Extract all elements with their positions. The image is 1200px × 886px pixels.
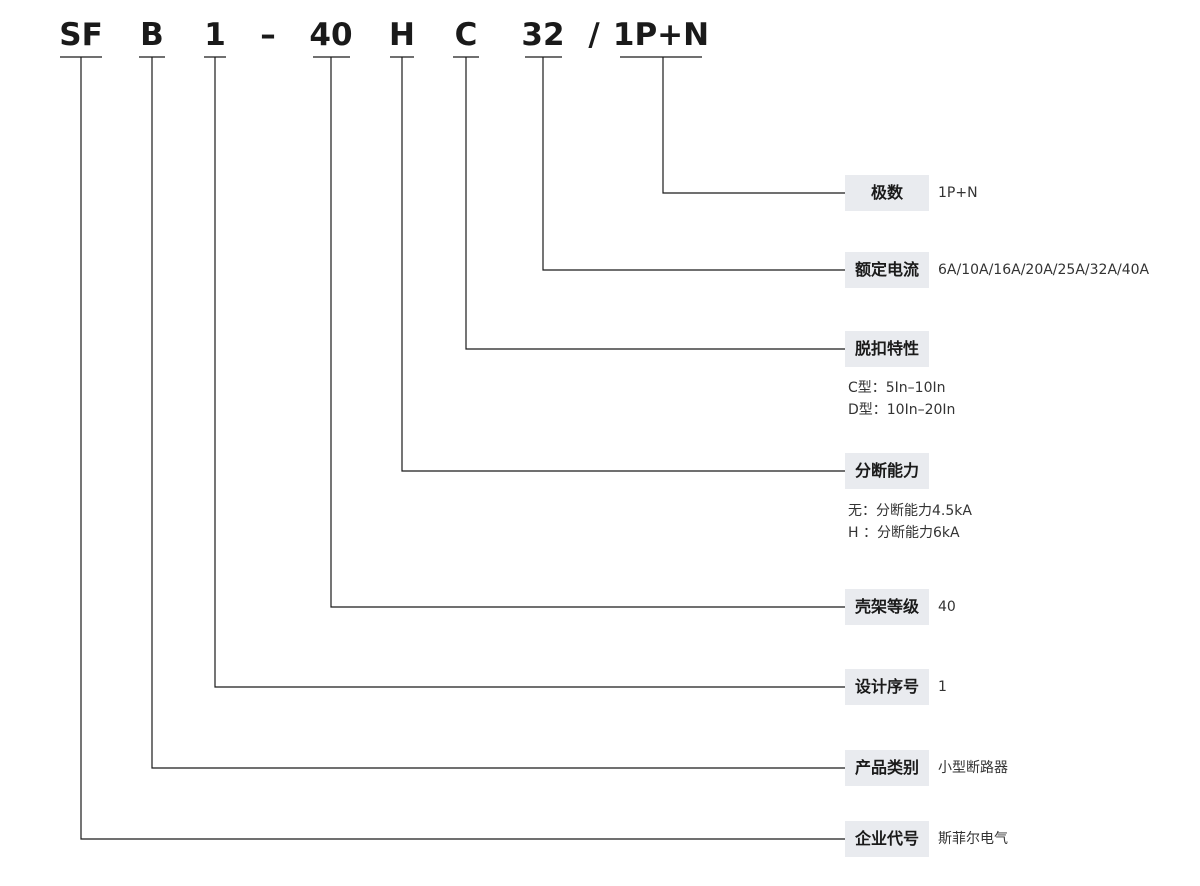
connector-company-code (80, 57, 845, 840)
connector-product-category (151, 57, 845, 769)
code-segment-c: C (454, 17, 478, 53)
connector-design-number (214, 57, 845, 688)
value-breaking-standard: 无：分断能力4.5kA (848, 503, 972, 519)
label-trip-characteristic: 脱扣特性 (845, 331, 929, 367)
connector-rated-current (542, 57, 845, 271)
code-segment-design: 1 (204, 17, 226, 53)
code-segment-sf: SF (59, 17, 103, 53)
value-company-code: 斯菲尔电气 (938, 831, 1008, 847)
connector-breaking-capacity (401, 57, 845, 472)
label-product-category: 产品类别 (845, 750, 929, 786)
label-frame-rating: 壳架等级 (845, 589, 929, 625)
label-breaking-capacity: 分断能力 (845, 453, 929, 489)
connector-frame-rating (330, 57, 845, 608)
value-product-category: 小型断路器 (938, 760, 1008, 776)
label-company-code: 企业代号 (845, 821, 929, 857)
value-breaking-h: H ：分断能力6kA (848, 525, 960, 541)
code-segment-dash: – (260, 17, 276, 53)
value-trip-characteristic: C型：5In–10In D型：10In–20In (848, 377, 955, 421)
code-segment-poles: 1P+N (612, 17, 710, 53)
code-segment-current: 32 (521, 17, 565, 53)
code-segment-frame: 40 (309, 17, 353, 53)
value-frame-rating: 40 (938, 599, 956, 615)
code-segment-b: B (140, 17, 164, 53)
value-poles: 1P+N (938, 185, 978, 201)
value-rated-current: 6A/10A/16A/20A/25A/32A/40A (938, 262, 1150, 278)
code-segment-h: H (389, 17, 415, 53)
connector-trip-characteristic (465, 57, 845, 350)
value-trip-c: C型：5In–10In (848, 380, 946, 396)
label-poles: 极数 (845, 175, 929, 211)
label-rated-current: 额定电流 (845, 252, 929, 288)
code-segment-slash: / (588, 17, 600, 53)
value-breaking-capacity: 无：分断能力4.5kA H ：分断能力6kA (848, 500, 972, 544)
connector-poles (662, 57, 845, 194)
value-trip-d: D型：10In–20In (848, 402, 956, 418)
label-design-number: 设计序号 (845, 669, 929, 705)
value-design-number: 1 (938, 679, 947, 695)
